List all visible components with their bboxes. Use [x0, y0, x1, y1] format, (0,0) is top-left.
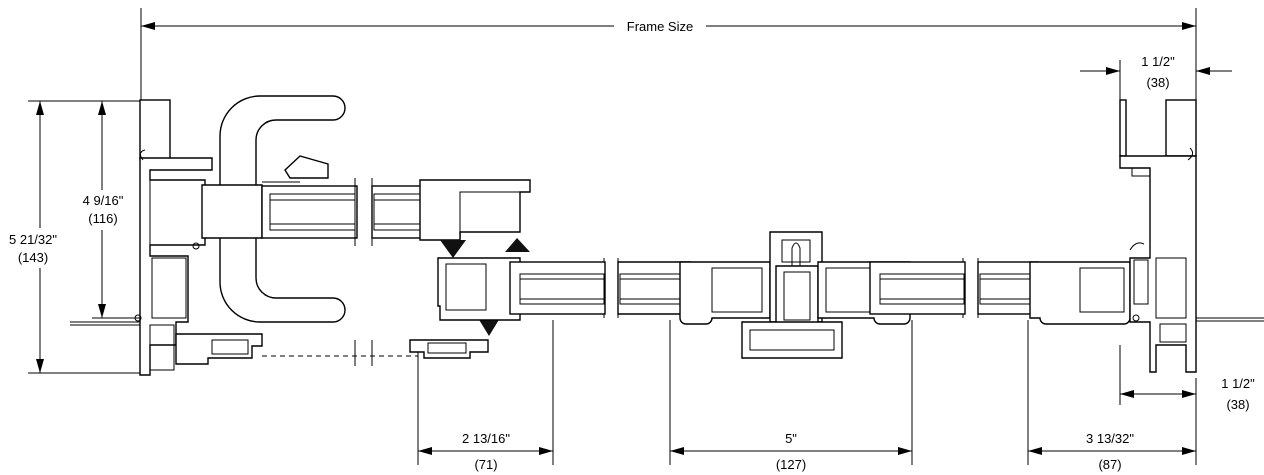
sash-right-metric: (87) [1098, 457, 1121, 472]
sash-left-imperial: 2 13/16" [462, 431, 510, 446]
center-sash-right [869, 261, 1039, 315]
right-frame-jamb [1029, 99, 1264, 373]
jamb-width-top-imperial: 1 1/2" [1141, 54, 1175, 69]
jamb-width-top-metric: (38) [1146, 75, 1169, 90]
center-mullion-metric: (127) [776, 457, 806, 472]
frame-depth-imperial: 5 21/32" [9, 232, 57, 247]
frame-inner-depth-metric: (116) [88, 211, 117, 226]
frame-inner-depth-imperial: 4 9/16" [83, 193, 124, 208]
center-mullion-dimension: 5" (127) [669, 320, 913, 472]
jamb-width-bottom-imperial: 1 1/2" [1221, 376, 1255, 391]
center-mullion-imperial: 5" [785, 431, 797, 446]
bottom-track [175, 333, 489, 365]
frame-size-dimension: Frame Size [140, 8, 1197, 100]
sash-left-dimension: 2 13/16" (71) [417, 320, 554, 472]
frame-depth-dimension: 5 21/32" (143) [2, 100, 150, 374]
frame-inner-depth-dimension: 4 9/16" (116) [76, 100, 142, 319]
jamb-width-top-dimension: 1 1/2" (38) [1080, 54, 1232, 100]
frame-size-label: Frame Size [627, 19, 693, 34]
jamb-width-bottom-dimension: 1 1/2" (38) [1119, 345, 1255, 412]
sash-left-metric: (71) [474, 457, 497, 472]
frame-depth-metric: (143) [18, 250, 48, 265]
left-frame-jamb [70, 99, 213, 376]
jamb-width-bottom-metric: (38) [1226, 397, 1249, 412]
center-sash-left [437, 257, 691, 321]
brush-seals [440, 238, 530, 336]
left-sliding-panel [201, 179, 531, 241]
sash-right-imperial: 3 13/32" [1086, 431, 1134, 446]
sash-right-dimension: 3 13/32" (87) [1027, 320, 1197, 472]
